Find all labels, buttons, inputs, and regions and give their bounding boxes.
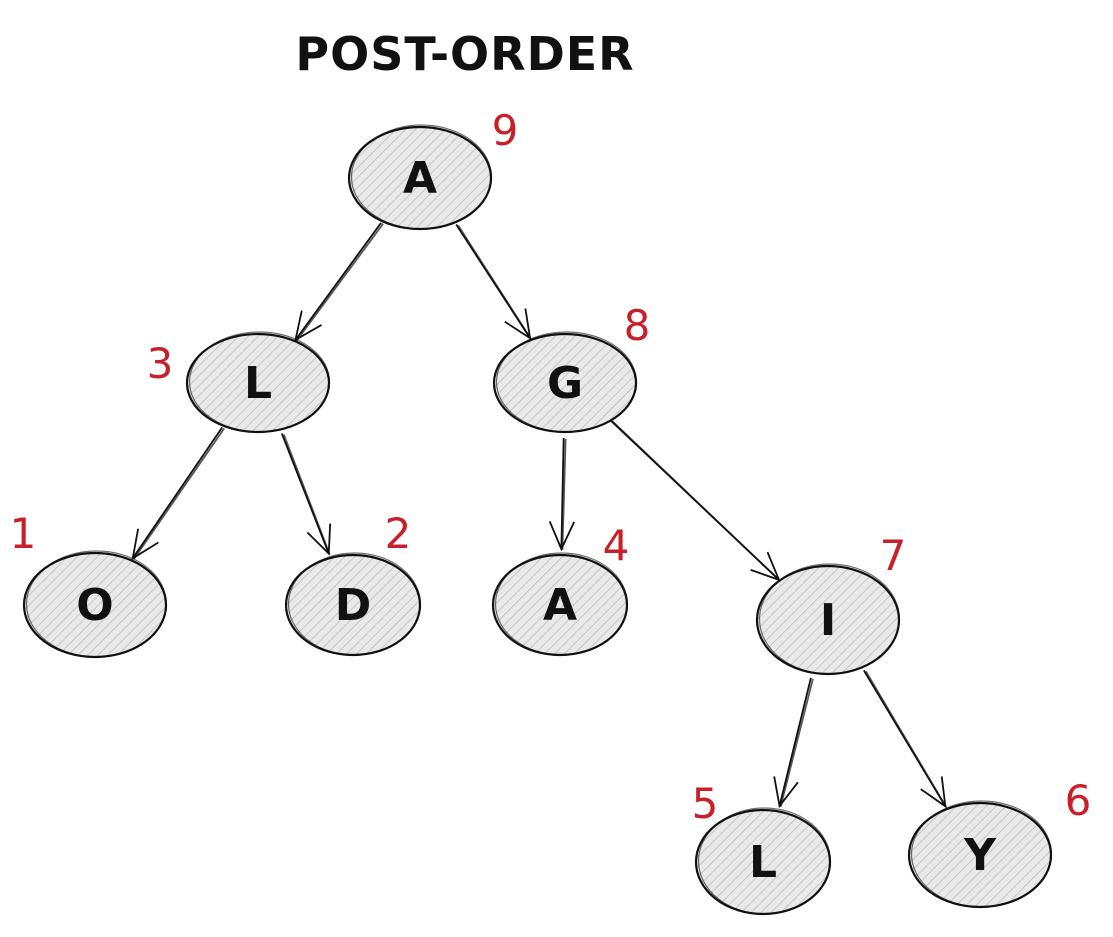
arrowhead-icon [773,776,799,809]
visit-order-number: 2 [385,509,412,558]
edge-line [778,677,812,807]
node-circle-sketch [350,124,493,230]
node-label: G [547,358,583,409]
tree-node: I7 [755,531,907,676]
edge-n3-n6 [548,437,575,552]
visit-order-number: 7 [880,531,907,580]
node-label: O [76,580,113,631]
edge-line-sketch [865,670,948,808]
edge-line-sketch [561,438,567,551]
edge-line [560,437,565,550]
node-label: A [403,153,437,204]
tree-node: G8 [492,301,651,434]
edge-n2-n5 [280,433,332,556]
visit-order-number: 1 [10,509,37,558]
node-label: I [820,595,836,646]
edge-line-sketch [133,427,225,560]
node-label: D [335,580,372,631]
visit-order-number: 9 [492,106,519,155]
edge-line [132,426,223,559]
edge-line-sketch [295,223,384,342]
edge-line-sketch [611,420,781,582]
tree-node: A4 [491,521,630,657]
node-circle-sketch [697,807,832,915]
edge-n7-n9 [863,669,948,809]
visit-order-number: 5 [692,779,719,828]
node-circle-sketch [758,563,901,675]
node-label: L [244,358,272,409]
arrowhead-icon [294,310,322,342]
arrowhead-icon [548,521,575,552]
node-label: Y [963,830,997,881]
edge-line [294,222,382,341]
edge-n1-n3 [455,224,532,340]
edge-n1-n2 [294,222,384,342]
tree-node: L3 [147,331,331,434]
node-label: L [749,837,777,888]
node-circle-sketch [188,331,331,433]
edges-layer [131,222,948,809]
arrowhead-icon [920,776,947,809]
node-circle-sketch [910,800,1053,908]
tree-node: D2 [284,509,422,657]
visit-order-number: 6 [1065,776,1092,825]
edge-n2-n4 [131,426,225,561]
edge-line-sketch [779,678,814,808]
edge-line-sketch [282,434,331,555]
tree-node: L5 [692,779,832,916]
node-circle-sketch [495,331,638,433]
tree-node: O1 [10,509,168,659]
node-circle-sketch [494,552,629,656]
visit-order-number: 3 [147,339,174,388]
arrowhead-icon [306,523,332,556]
arrowhead-icon [504,308,532,340]
visit-order-number: 4 [603,521,630,570]
tree-node: Y6 [907,776,1092,909]
diagram-title: POST-ORDER [295,27,634,81]
visit-order-number: 8 [624,301,651,350]
node-circle-sketch [287,552,422,656]
tree-node: A9 [347,106,519,231]
node-label: A [543,580,577,631]
node-circle-sketch [25,550,168,658]
edge-n7-n8 [773,677,814,809]
edge-n3-n7 [609,419,781,582]
edge-line-sketch [457,225,532,340]
